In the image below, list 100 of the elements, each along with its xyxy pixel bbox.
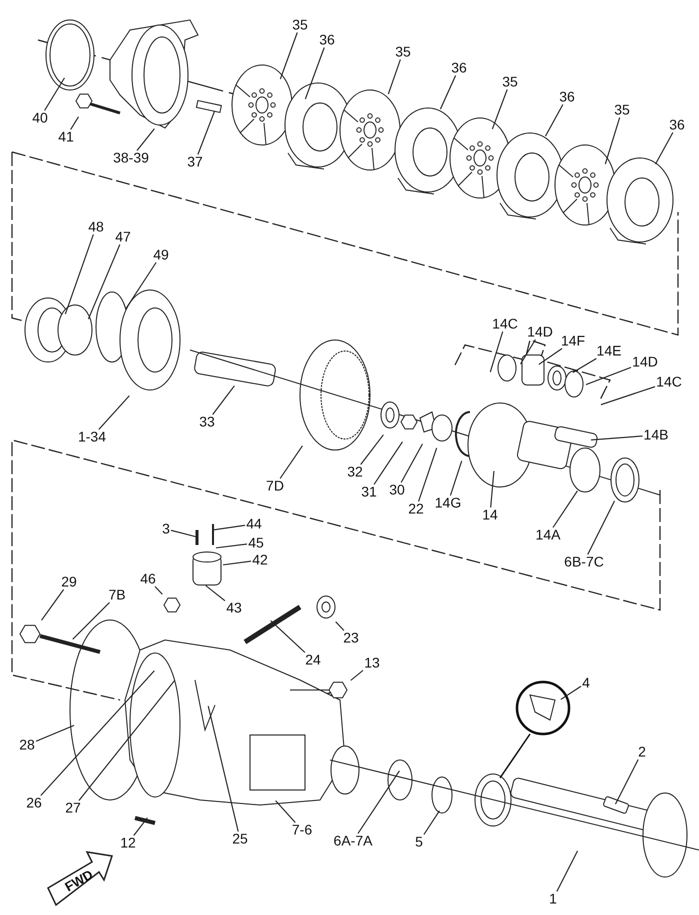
callout-number: 46 <box>139 572 157 586</box>
callout-number: 32 <box>346 464 364 480</box>
callout-number: 48 <box>87 220 105 234</box>
leader-line <box>40 670 155 796</box>
callout-number: 6A-7A <box>332 834 374 848</box>
callout-number: 14B <box>642 428 670 442</box>
callout-number: 26 <box>25 796 43 810</box>
leader-line <box>280 32 298 80</box>
callout-number: 30 <box>388 482 406 498</box>
callout-number: 14C <box>491 316 519 332</box>
leader-line <box>70 116 79 130</box>
callout-number: 40 <box>31 110 49 126</box>
callout-number: 5 <box>414 834 424 850</box>
leader-line <box>600 386 656 406</box>
leader-line <box>335 621 344 631</box>
leader-line <box>280 446 303 479</box>
leader-line <box>450 460 462 496</box>
callout-number: 27 <box>64 800 82 816</box>
leader-line <box>197 110 216 155</box>
callout-number: 38-39 <box>112 150 150 166</box>
leader-line <box>590 435 643 440</box>
leader-line <box>133 817 148 836</box>
leader-line <box>208 706 239 832</box>
leader-line <box>154 586 163 595</box>
callout-number: 7B <box>107 588 127 602</box>
leader-line <box>388 59 401 94</box>
callout-number: 1-34 <box>76 430 108 444</box>
leader-line <box>136 128 155 151</box>
leader-line <box>205 585 226 602</box>
callout-number: 36 <box>318 32 336 48</box>
callout-number: 42 <box>251 552 269 568</box>
leader-line <box>538 348 562 365</box>
leader-line <box>88 244 120 320</box>
leader-line <box>72 602 110 640</box>
callout-number: 4 <box>581 676 591 690</box>
callout-number: 14E <box>596 344 622 358</box>
leader-line <box>418 448 438 502</box>
leader-line <box>545 104 564 136</box>
callout-number: 37 <box>186 154 204 170</box>
leader-line <box>587 500 616 555</box>
callout-number: 33 <box>198 414 216 430</box>
callout-number: 35 <box>613 102 631 118</box>
callout-number: 23 <box>342 630 360 646</box>
callout-number: 45 <box>247 536 265 550</box>
callout-number: 25 <box>231 832 249 846</box>
callout-number: 14A <box>534 528 562 542</box>
callout-number: 36 <box>668 118 686 132</box>
direction-label: FWD <box>62 866 96 894</box>
callout-number: 49 <box>152 248 170 262</box>
callout-number: 2 <box>637 744 647 760</box>
leader-line <box>170 530 196 538</box>
callout-number: 41 <box>57 130 75 144</box>
callout-number: 7D <box>265 478 285 494</box>
callout-number: 7-6 <box>290 822 314 838</box>
callout-number: 28 <box>18 738 36 752</box>
callout-number: 13 <box>363 656 381 670</box>
leader-line <box>552 490 578 528</box>
leader-line <box>586 366 632 386</box>
callout-number: 36 <box>558 90 576 104</box>
leader-line <box>400 444 423 483</box>
leader-line <box>490 331 504 372</box>
callout-number: 3 <box>161 522 171 536</box>
callout-number: 22 <box>407 502 425 516</box>
callout-number: 14C <box>655 374 683 390</box>
leader-line <box>36 724 74 742</box>
callout-number: 29 <box>60 574 78 590</box>
leader-line <box>216 544 248 548</box>
callout-number: 14D <box>631 354 659 370</box>
callout-number: 1 <box>548 892 558 906</box>
callout-number: 36 <box>450 60 468 76</box>
callout-number: 35 <box>291 18 309 32</box>
leader-line <box>125 262 157 310</box>
leader-line <box>270 620 306 653</box>
leader-line <box>44 78 65 111</box>
leader-line <box>423 810 440 835</box>
leader-line <box>212 385 235 415</box>
callout-number: 14 <box>481 508 499 522</box>
leader-line <box>358 770 400 834</box>
callout-number: 44 <box>245 516 263 532</box>
leader-line <box>41 589 64 620</box>
leader-line <box>275 800 296 823</box>
leader-line <box>214 524 246 530</box>
leader-line <box>350 670 364 681</box>
callout-number: 14D <box>526 324 554 340</box>
callout-number: 35 <box>394 44 412 60</box>
leader-line <box>374 442 403 485</box>
leader-line <box>655 132 674 164</box>
leader-line <box>614 759 639 804</box>
leader-line <box>556 850 578 892</box>
leader-line <box>572 358 597 373</box>
leader-line <box>490 470 494 508</box>
leader-line <box>98 395 130 430</box>
leader-line <box>304 47 325 100</box>
callout-number: 47 <box>114 230 132 244</box>
leader-line <box>78 680 175 801</box>
callout-number: 31 <box>360 484 378 500</box>
leader-line <box>64 234 94 314</box>
callout-number: 6B-7C <box>563 554 605 570</box>
callout-number: 43 <box>225 600 243 616</box>
callout-number: 14G <box>434 496 462 510</box>
